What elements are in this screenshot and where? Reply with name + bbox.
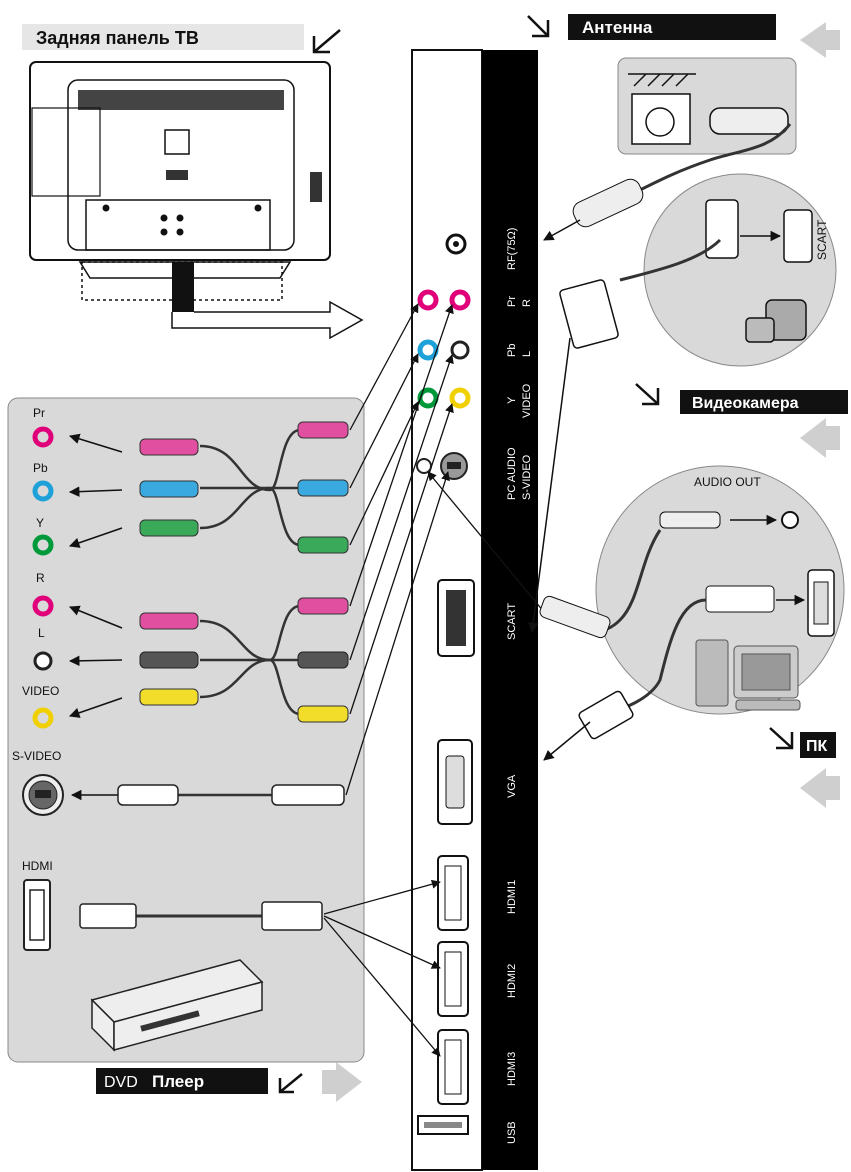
left-label-pr: Pr — [33, 406, 45, 420]
camcorder-section: SCART Видеокамера — [528, 173, 848, 634]
s-video-cable — [117, 784, 345, 806]
port-pr-icon — [417, 289, 439, 311]
corner-arrow-icon — [769, 727, 794, 750]
jack-s-video-icon — [22, 774, 64, 816]
corner-arrow-icon — [635, 383, 660, 406]
jack-r-icon — [32, 595, 54, 617]
left-label-hdmi: HDMI — [22, 859, 53, 873]
port-r-icon — [449, 289, 471, 311]
camcorder-title: Видеокамера — [692, 395, 799, 412]
audio-out-jack-icon — [781, 511, 799, 529]
port-pb-icon — [417, 339, 439, 361]
corner-arrow-icon — [312, 29, 341, 54]
hint-arrow-icon — [800, 418, 840, 458]
strip-label-l: L — [521, 351, 533, 357]
pc-title: ПК — [806, 738, 828, 755]
back-panel-title: Задняя панель ТВ — [36, 28, 199, 48]
jack-y-icon — [32, 534, 54, 556]
strip-label-pb: Pb — [506, 344, 518, 357]
hint-arrow-icon — [800, 22, 840, 58]
scart-plug-icon — [559, 279, 619, 349]
connection-lines — [323, 303, 545, 1057]
jack-pb-icon — [32, 480, 54, 502]
pc-section: AUDIO OUT ПК — [539, 465, 845, 808]
tv-rear-illustration — [29, 61, 364, 340]
component-cable — [199, 428, 301, 547]
strip-label-pr: Pr — [506, 296, 518, 307]
dvd-label: DVD Плеер — [96, 1062, 362, 1102]
strip-label-video: VIDEO — [521, 383, 533, 418]
port-hdmi1-icon — [437, 855, 469, 931]
strip-label-scart: SCART — [506, 603, 518, 640]
back-panel-title-bg — [22, 24, 304, 50]
port-scart-icon — [437, 579, 475, 657]
jack-l-icon — [33, 651, 53, 671]
jack-video-icon — [32, 707, 54, 729]
strip-label-hdmi1: HDMI1 — [506, 880, 518, 914]
strip-label-pc-audio: PC AUDIO — [506, 447, 518, 500]
strip-label-usb: USB — [506, 1121, 518, 1144]
antenna-section: Антенна — [527, 14, 840, 241]
dvd-label-prefix: DVD — [104, 1074, 138, 1091]
left-label-video: VIDEO — [22, 684, 59, 698]
port-hdmi2-icon — [437, 941, 469, 1017]
port-s-video-icon — [440, 452, 468, 480]
left-label-pb: Pb — [33, 461, 48, 475]
av-plugs-left — [139, 612, 199, 706]
port-usb-icon — [417, 1115, 469, 1135]
hint-arrow-icon — [322, 1062, 362, 1102]
left-label-y: Y — [36, 516, 44, 530]
antenna-plug-icon — [572, 178, 644, 228]
strip-label-y: Y — [506, 396, 518, 404]
port-video-icon — [449, 387, 471, 409]
tv-back-section: Задняя панель ТВ — [22, 24, 364, 340]
left-label-l: L — [38, 626, 45, 640]
component-plugs-right — [297, 421, 349, 554]
dvd-player-icon — [90, 959, 264, 1052]
left-devices-panel: Pr Pb Y R L VIDEO S-VIDEO HDMI — [7, 397, 365, 1063]
vga-plug-icon — [578, 690, 634, 740]
corner-arrow-icon — [278, 1073, 303, 1094]
strip-label-vga: VGA — [506, 774, 518, 798]
hint-arrow-icon — [800, 768, 840, 808]
antenna-title: Антенна — [582, 18, 653, 37]
port-l-icon — [450, 340, 470, 360]
hdmi-port-icon — [23, 879, 51, 951]
hdmi-cable — [79, 901, 323, 931]
port-vga-icon — [437, 739, 473, 825]
computer-icon — [695, 639, 801, 711]
strip-label-s-video: S-VIDEO — [521, 454, 533, 500]
left-label-r: R — [36, 571, 45, 585]
port-hdmi3-icon — [437, 1029, 469, 1105]
av-cable — [199, 604, 301, 716]
strip-label-hdmi3: HDMI3 — [506, 1052, 518, 1086]
strip-label-r: R — [521, 299, 533, 307]
tv-side-panel: RF(75Ω) Pr R Pb L Y VIDEO PC AUDIO S-VID… — [411, 49, 538, 1171]
strip-label-rf: RF(75Ω) — [506, 228, 518, 270]
port-pc-audio-icon — [416, 458, 432, 474]
left-label-s-video: S-VIDEO — [12, 749, 61, 763]
vga-port-icon-pc — [807, 569, 835, 637]
corner-arrow-icon — [527, 15, 550, 38]
scart-label-circle: SCART — [815, 219, 829, 260]
av-plugs-right — [297, 597, 349, 723]
dvd-label-suffix: Плеер — [152, 1072, 204, 1091]
jack-pr-icon — [32, 426, 54, 448]
component-plugs-left — [139, 438, 199, 537]
strip-label-hdmi2: HDMI2 — [506, 964, 518, 998]
audio-out-label: AUDIO OUT — [694, 475, 761, 489]
